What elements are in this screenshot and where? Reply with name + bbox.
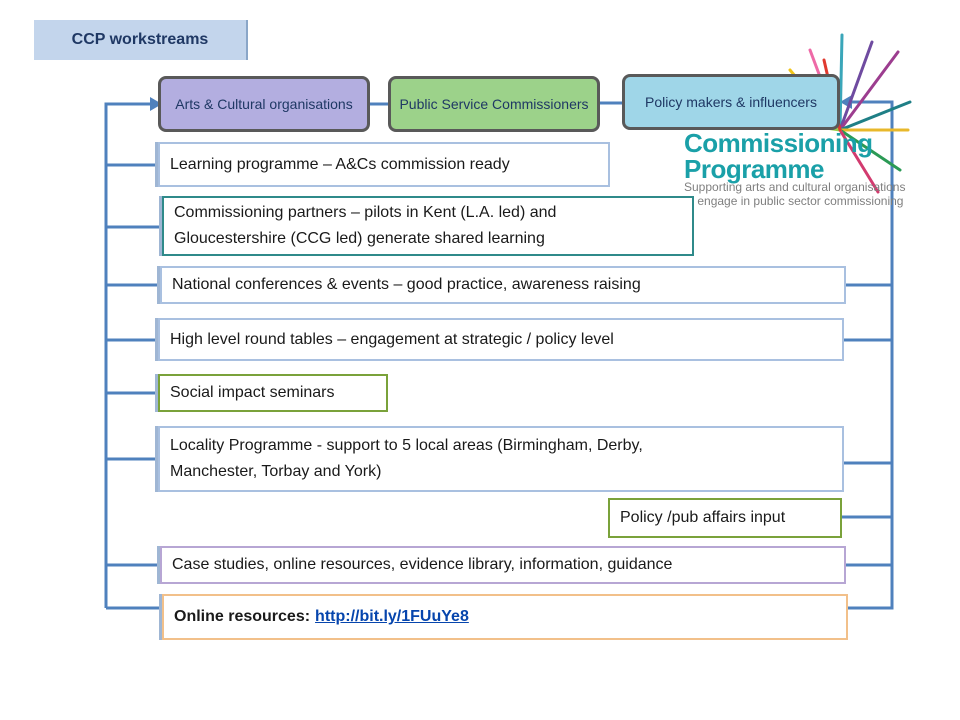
workstream-social-impact-seminars: Social impact seminars xyxy=(158,374,388,412)
workstream-locality-programme: Locality Programme - support to 5 local … xyxy=(158,426,844,492)
logo-tagline-1: Supporting arts and cultural organisatio… xyxy=(684,180,906,194)
arrowhead-left xyxy=(150,97,162,111)
header-public-service-commissioners: Public Service Commissioners xyxy=(388,76,600,132)
logo-wordmark: Commissioning Programme xyxy=(684,130,873,182)
workstream-online-resources: Online resources: http://bit.ly/1FUuYe8 xyxy=(162,594,848,640)
logo-word-1: Commissioning xyxy=(684,128,873,158)
workstream-commissioning-partners: Commissioning partners – pilots in Kent … xyxy=(162,196,694,256)
diagram-title: CCP workstreams xyxy=(34,20,248,60)
workstream-2-line-1: Commissioning partners – pilots in Kent … xyxy=(174,204,557,221)
header-policy-makers: Policy makers & influencers xyxy=(622,74,840,130)
workstream-6-line-2: Manchester, Torbay and York) xyxy=(170,463,382,480)
workstream-case-studies: Case studies, online resources, evidence… xyxy=(160,546,846,584)
workstream-national-conferences: National conferences & events – good pra… xyxy=(160,266,846,304)
workstream-round-tables: High level round tables – engagement at … xyxy=(158,318,844,361)
logo-word-2: Programme xyxy=(684,154,824,184)
workstream-policy-input: Policy /pub affairs input xyxy=(608,498,842,538)
header-arts-cultural-orgs: Arts & Cultural organisations xyxy=(158,76,370,132)
workstream-6-line-1: Locality Programme - support to 5 local … xyxy=(170,437,643,454)
logo-tagline: Supporting arts and cultural organisatio… xyxy=(684,180,905,208)
online-resources-label: Online resources: xyxy=(174,608,311,625)
workstream-learning-programme: Learning programme – A&Cs commission rea… xyxy=(158,142,610,187)
right-spine xyxy=(848,100,894,610)
online-resources-link[interactable]: http://bit.ly/1FUuYe8 xyxy=(315,608,469,625)
logo-tagline-2: to engage in public sector commissioning xyxy=(684,194,904,208)
left-spine xyxy=(104,102,150,608)
workstream-2-line-2: Gloucestershire (CCG led) generate share… xyxy=(174,230,545,247)
